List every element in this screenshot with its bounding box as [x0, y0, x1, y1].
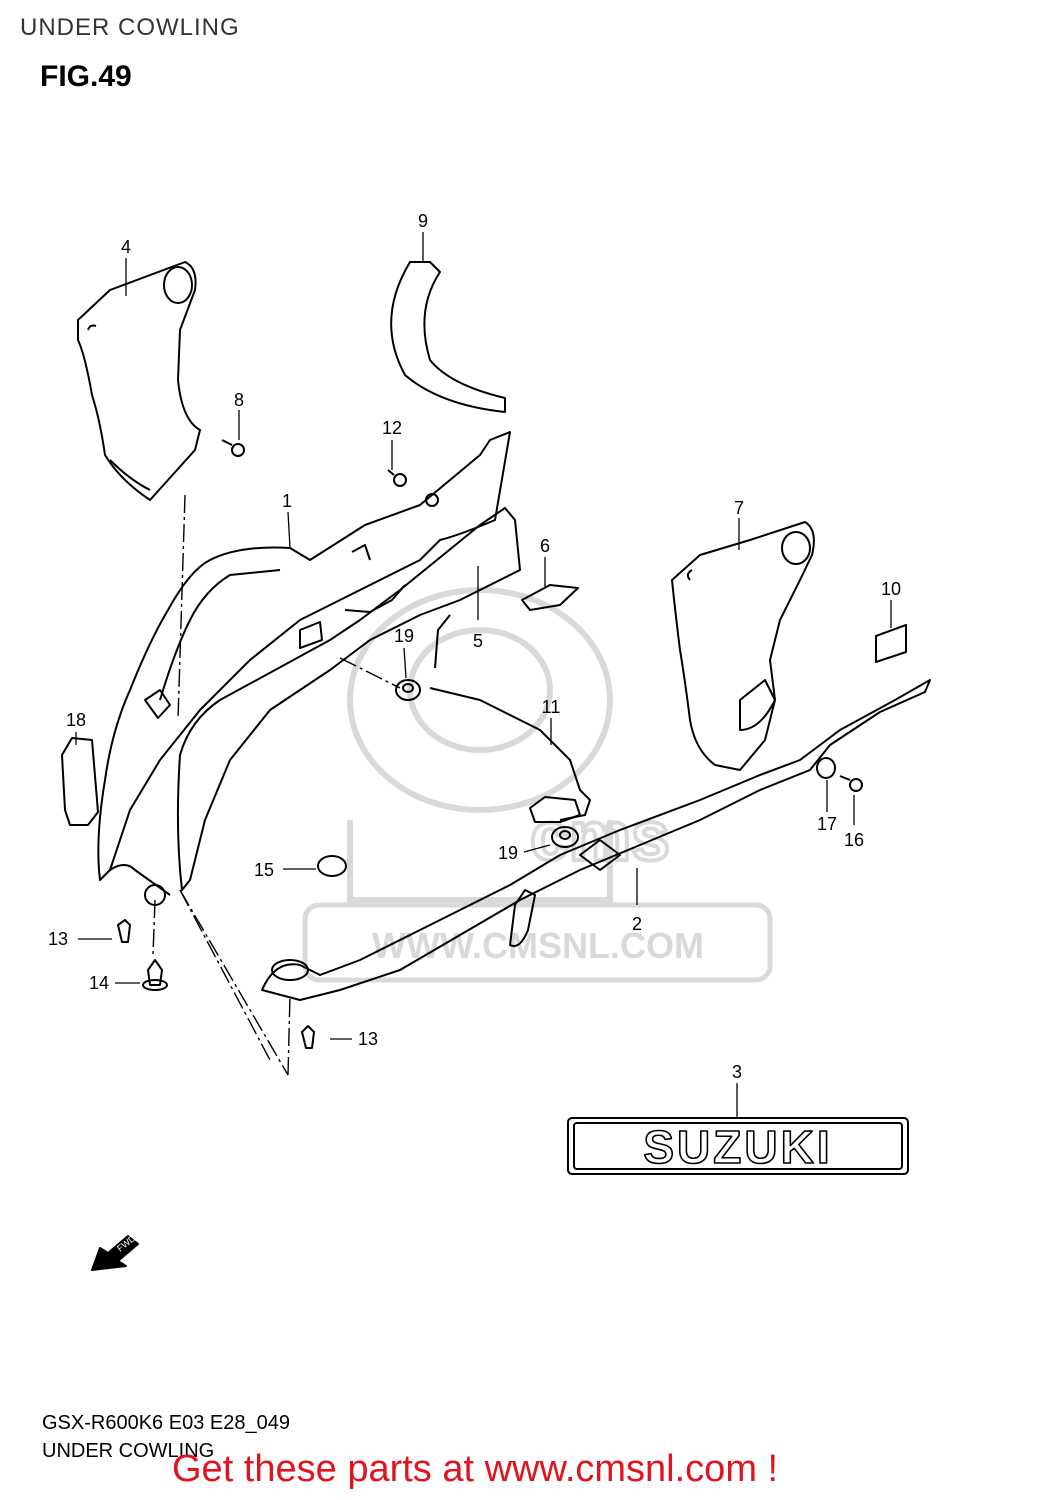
label-part-10: 10: [881, 579, 901, 599]
part-19-grommet-upper: [395, 679, 421, 701]
part-10-label-plate: [875, 624, 907, 663]
part-12-screw: [387, 469, 407, 487]
part-11-stay-rod: [429, 614, 591, 823]
part-8-screw: [221, 439, 245, 457]
label-part-7: 7: [734, 498, 744, 518]
part-15-grommet: [317, 855, 347, 877]
page-title: UNDER COWLING: [20, 14, 240, 41]
part-5-inner-panel: [176, 507, 521, 891]
label-part-2: 2: [632, 914, 642, 934]
part-13-clip-upper: [117, 919, 131, 943]
part-1-under-cowling: [97, 431, 511, 896]
watermark-banner: WWW.CMSNL.COM cms: [302, 795, 773, 983]
label-part-14: 14: [89, 973, 109, 993]
label-part-18: 18: [66, 710, 86, 730]
part-9-trim-strip: [390, 261, 506, 413]
fwd-arrow-icon: FWD: [91, 1233, 139, 1271]
part-4-inner-panel: [77, 261, 201, 501]
section-name: UNDER COWLING: [42, 1440, 215, 1462]
label-part-16: 16: [844, 830, 864, 850]
label-part-3: 3: [732, 1062, 742, 1082]
part-7-side-panel: [671, 521, 815, 771]
part-labels: 1 2 3 4 5 6 7 8 9 10 11 12 13 13 14 15 1…: [48, 211, 901, 1082]
part-14-fastener: [142, 959, 168, 991]
label-part-6: 6: [540, 536, 550, 556]
label-part-19-upper: 19: [394, 626, 414, 646]
part-18-bracket: [61, 737, 99, 826]
watermark-logo-text: cms: [530, 797, 670, 875]
part-13-clip-lower: [301, 1025, 315, 1049]
part-2-lower-rail: [261, 679, 931, 1001]
figure-number: FIG.49: [40, 60, 132, 93]
promo-link[interactable]: Get these parts at www.cmsnl.com !: [172, 1448, 779, 1490]
label-part-4: 4: [121, 237, 131, 257]
emblem-text: SUZUKI: [643, 1121, 832, 1173]
label-part-5: 5: [473, 631, 483, 651]
label-part-9: 9: [418, 211, 428, 231]
watermark-site: WWW.CMSNL.COM: [372, 925, 704, 966]
label-part-11: 11: [542, 697, 561, 717]
part-3-emblem: SUZUKI: [567, 1117, 909, 1175]
label-part-1: 1: [282, 491, 292, 511]
label-part-8: 8: [234, 390, 244, 410]
model-code: GSX-R600K6 E03 E28_049: [42, 1412, 290, 1434]
label-part-13-lower: 13: [358, 1029, 378, 1049]
label-part-17: 17: [817, 814, 837, 834]
part-19-grommet-lower: [551, 826, 579, 848]
label-part-13-upper: 13: [48, 929, 68, 949]
label-part-15: 15: [254, 860, 274, 880]
label-part-19-lower: 19: [498, 843, 518, 863]
part-17-grommet: [816, 757, 836, 779]
assembly-lines: [152, 494, 401, 1076]
part-16-screw: [839, 775, 863, 792]
leader-lines: [75, 232, 892, 1118]
label-part-12: 12: [382, 418, 402, 438]
